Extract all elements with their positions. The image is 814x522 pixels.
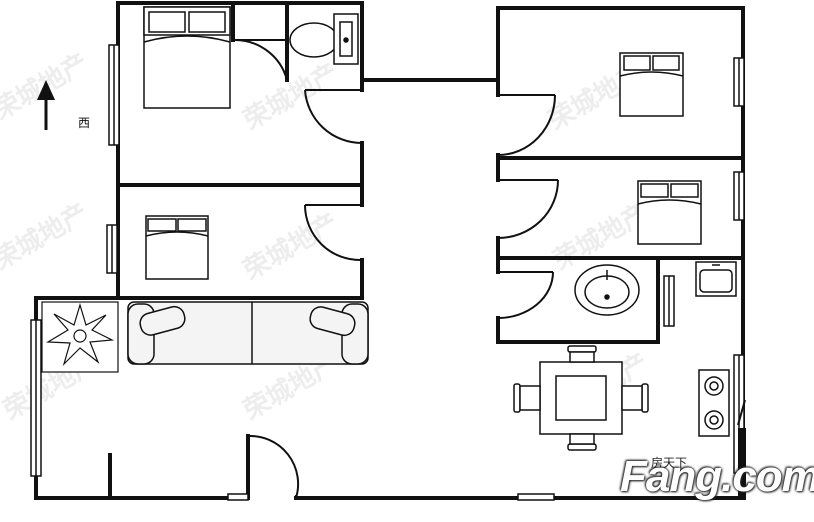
door-swing [232,38,288,81]
watermark-tile: 荣城地产 [0,198,94,276]
doors [232,38,746,499]
door-swing [247,434,300,499]
sliding-door [737,399,746,426]
kitchen-sink-icon [695,261,737,297]
watermark-tile: 荣城地产 [239,208,344,286]
windows [30,44,745,501]
walls [34,1,745,500]
window [517,493,555,501]
door-swing [497,271,554,319]
door-swing [497,179,559,239]
door-swing [497,94,556,156]
compass-direction-label: 西 [78,116,91,130]
bed-master [143,6,231,109]
washbasin-icon [574,264,640,316]
door-swing [304,89,363,145]
watermark-logo: Fang.com [620,452,814,501]
bed-right-middle [637,180,702,245]
plant-icon [41,301,119,373]
gas-stove-icon [698,369,730,437]
sofa-icon [127,301,369,365]
watermark-logo-subtext: 房天下 [651,456,688,470]
dining-table-icon [513,345,649,451]
bed-right-upper [619,52,684,117]
door-swing [304,204,363,262]
toilet-icon [289,13,359,65]
north-arrow-icon [37,80,55,130]
window [227,493,249,501]
bed-second [145,215,209,280]
watermark-tile: 荣城地产 [239,58,344,136]
wall-fill [738,428,746,500]
